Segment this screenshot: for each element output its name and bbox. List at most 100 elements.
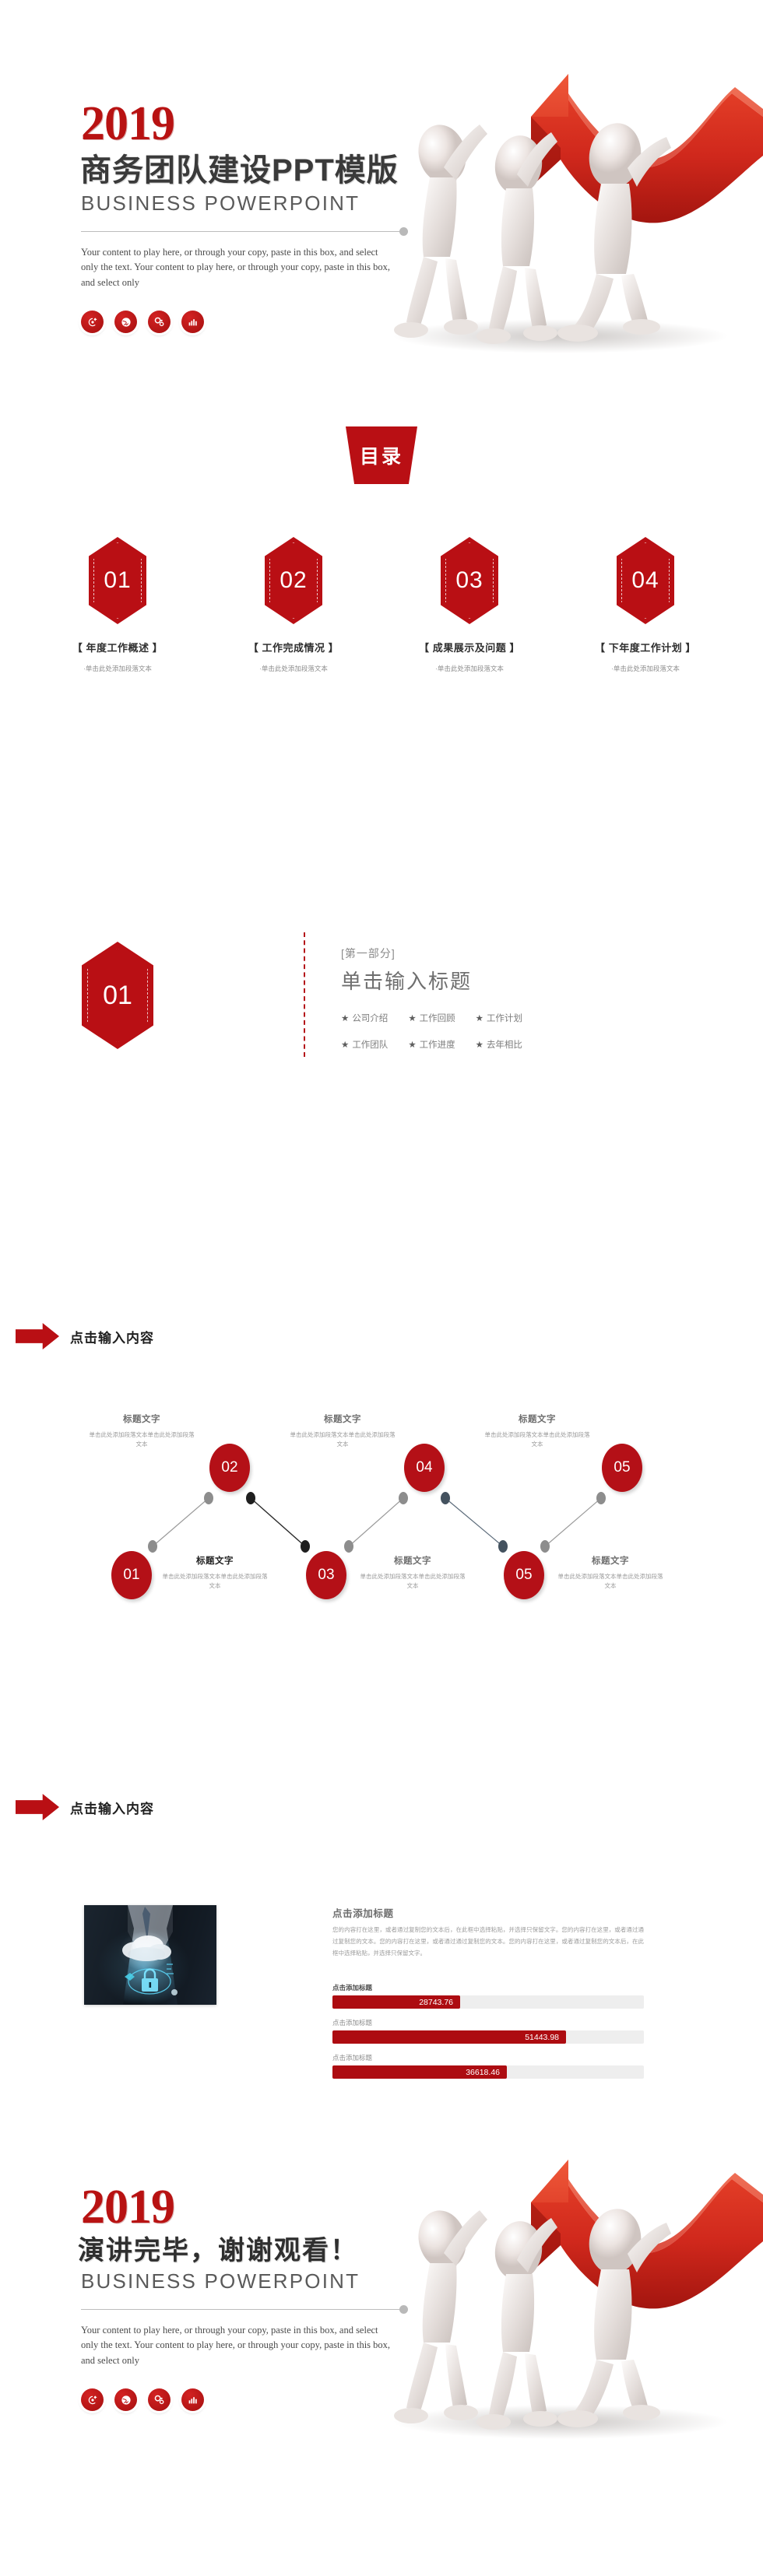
bullet-label: 工作进度 bbox=[419, 1041, 455, 1050]
globe-icon[interactable] bbox=[114, 311, 137, 334]
toc-hex-badge: 04 bbox=[617, 537, 674, 624]
flow-node-04[interactable]: 04 bbox=[404, 1444, 445, 1492]
globe-icon[interactable] bbox=[114, 2388, 137, 2412]
toc-items-row: 01 【 年度工作概述 】 ·单击此处添加段落文本 02 【 工作完成情况 】 … bbox=[0, 537, 763, 673]
divider-bullet[interactable]: ★工作计划 bbox=[476, 1012, 522, 1024]
hand-target-icon[interactable] bbox=[81, 311, 104, 334]
flow-slide: 点击输入内容 标题文字 单击此处添加段落文本单击此处添加段落文本 标题文字 bbox=[0, 1214, 763, 1650]
flow-top-text-3: 标题文字 单击此处添加段落文本单击此处添加段落文本 bbox=[483, 1413, 592, 1448]
gears-icon[interactable] bbox=[148, 311, 171, 334]
toc-hex-badge: 03 bbox=[441, 537, 498, 624]
divider-bullet[interactable]: ★去年相比 bbox=[476, 1038, 522, 1051]
thankyou-title: 演讲完毕，谢谢观看！ bbox=[78, 2236, 358, 2265]
divider-bullet[interactable]: ★工作进度 bbox=[408, 1038, 455, 1051]
thankyou-slide: 2019 演讲完毕，谢谢观看！ BUSINESS POWERPOINT Your… bbox=[0, 2086, 763, 2498]
divider-number: 01 bbox=[103, 980, 132, 1010]
flow-node-title: 标题文字 bbox=[592, 1556, 629, 1566]
toc-sublabel: ·单击此处添加段落文本 bbox=[259, 665, 328, 672]
cover-blurb: Your content to play here, or through yo… bbox=[81, 247, 391, 288]
toc-item-04[interactable]: 04 【 下年度工作计划 】 ·单击此处添加段落文本 bbox=[583, 537, 708, 673]
flow-node-body: 单击此处添加段落文本单击此处添加段落文本 bbox=[290, 1431, 396, 1448]
hand-target-icon[interactable] bbox=[81, 2388, 104, 2412]
toc-number: 03 bbox=[455, 567, 483, 593]
bar-fill: 36618.46 bbox=[332, 2065, 507, 2079]
flow-top-text-1: 标题文字 单击此处添加段落文本单击此处添加段落文本 bbox=[87, 1413, 196, 1448]
flow-node-03[interactable]: 03 bbox=[306, 1551, 346, 1599]
toc-label: 【 成果展示及问题 】 bbox=[419, 642, 520, 654]
flow-node-05-bottom[interactable]: 05 bbox=[504, 1551, 544, 1599]
bar-fill: 51443.98 bbox=[332, 2030, 566, 2044]
toc-item-03[interactable]: 03 【 成果展示及问题 】 ·单击此处添加段落文本 bbox=[407, 537, 532, 673]
cover-text-block: 2019 商务团队建设PPT模版 BUSINESS POWERPOINT You… bbox=[78, 97, 420, 334]
cover-subtitle: BUSINESS POWERPOINT bbox=[81, 191, 360, 215]
thankyou-artwork bbox=[327, 2086, 763, 2475]
divider-bullet[interactable]: ★工作团队 bbox=[341, 1038, 388, 1051]
cloud-security-graphic bbox=[84, 1905, 216, 2005]
divider-bullet-list: ★公司介绍 ★工作回顾 ★工作计划 ★工作团队 ★工作进度 ★去年相比 bbox=[341, 1012, 522, 1051]
toc-item-02[interactable]: 02 【 工作完成情况 】 ·单击此处添加段落文本 bbox=[231, 537, 356, 673]
thankyou-text-block: 2019 演讲完毕，谢谢观看！ BUSINESS POWERPOINT Your… bbox=[78, 2181, 420, 2412]
divider-bullet[interactable]: ★工作回顾 bbox=[408, 1012, 455, 1024]
bar-chart-icon[interactable] bbox=[181, 311, 204, 334]
figure-right bbox=[557, 123, 671, 342]
figure-left bbox=[394, 125, 487, 338]
divider-bullet[interactable]: ★公司介绍 bbox=[341, 1012, 388, 1024]
bar-track: 51443.98 bbox=[332, 2030, 644, 2044]
flow-node-number: 05 bbox=[515, 1567, 533, 1583]
flow-node-title: 标题文字 bbox=[123, 1415, 160, 1424]
toc-number: 04 bbox=[631, 567, 659, 593]
flow-section-header: 点击输入内容 bbox=[16, 1323, 154, 1349]
flow-bottom-text-1: 标题文字 单击此处添加段落文本单击此处添加段落文本 bbox=[160, 1554, 269, 1590]
cover-main-title: 商务团队建设PPT模版 bbox=[80, 153, 399, 188]
flow-diagram: 标题文字 单击此处添加段落文本单击此处添加段落文本 标题文字 单击此处添加段落文… bbox=[0, 1413, 763, 1615]
flow-bottom-text-2: 标题文字 单击此处添加段落文本单击此处添加段落文本 bbox=[358, 1554, 467, 1590]
bar-label: 点击添加标题 bbox=[332, 1984, 373, 1992]
bar-label: 点击添加标题 bbox=[332, 2054, 373, 2062]
flow-node-body: 单击此处添加段落文本单击此处添加段落文本 bbox=[162, 1573, 268, 1589]
arrow-and-figures-illustration bbox=[393, 74, 763, 353]
cover-slide: 2019 商务团队建设PPT模版 BUSINESS POWERPOINT You… bbox=[0, 0, 763, 389]
flow-node-title: 标题文字 bbox=[196, 1556, 234, 1566]
bar-item-1: 点击添加标题 28743.76 bbox=[332, 1983, 644, 2009]
divider-heading: 单击输入标题 bbox=[341, 970, 473, 993]
cover-year: 2019 bbox=[81, 97, 175, 150]
arrow-and-figures-illustration bbox=[393, 2160, 763, 2439]
flow-node-number: 04 bbox=[416, 1459, 433, 1476]
flow-node-number: 02 bbox=[221, 1459, 238, 1476]
rule-end-dot bbox=[399, 227, 408, 236]
figure-right bbox=[557, 2209, 671, 2427]
bar-fill: 28743.76 bbox=[332, 1995, 460, 2009]
flow-node-number: 03 bbox=[318, 1567, 335, 1583]
divider-bullet-row-2: ★工作团队 ★工作进度 ★去年相比 bbox=[341, 1038, 522, 1051]
figure-middle bbox=[476, 132, 557, 344]
flow-node-number: 01 bbox=[123, 1567, 140, 1583]
bar-track: 36618.46 bbox=[332, 2065, 644, 2079]
rule-end-dot bbox=[399, 2305, 408, 2315]
flow-node-05-top[interactable]: 05 bbox=[602, 1444, 642, 1492]
flow-node-body: 单击此处添加段落文本单击此处添加段落文本 bbox=[89, 1431, 195, 1448]
bar-track: 28743.76 bbox=[332, 1995, 644, 2009]
toc-label: 【 下年度工作计划 】 bbox=[595, 642, 696, 654]
flow-node-body: 单击此处添加段落文本单击此处添加段落文本 bbox=[360, 1573, 466, 1589]
divider-hex-badge: 01 bbox=[82, 942, 153, 1049]
rule-line bbox=[81, 2309, 402, 2311]
bullet-label: 公司介绍 bbox=[352, 1014, 389, 1023]
bar-chart-icon[interactable] bbox=[181, 2388, 204, 2412]
gears-icon[interactable] bbox=[148, 2388, 171, 2412]
cover-icon-row bbox=[81, 311, 420, 334]
toc-hex-badge: 01 bbox=[89, 537, 146, 624]
flow-node-body: 单击此处添加段落文本单击此处添加段落文本 bbox=[484, 1431, 590, 1448]
thankyou-blurb: Your content to play here, or through yo… bbox=[81, 2325, 391, 2366]
flow-node-title: 标题文字 bbox=[324, 1415, 361, 1424]
flow-section-title: 点击输入内容 bbox=[70, 1330, 154, 1346]
flow-node-title: 标题文字 bbox=[519, 1415, 556, 1424]
star-icon: ★ bbox=[341, 1014, 350, 1023]
bullet-label: 工作回顾 bbox=[419, 1014, 455, 1023]
bullet-label: 工作计划 bbox=[486, 1014, 522, 1023]
toc-item-01[interactable]: 01 【 年度工作概述 】 ·单击此处添加段落文本 bbox=[55, 537, 180, 673]
content-section-header: 点击输入内容 bbox=[16, 1794, 154, 1820]
thankyou-year: 2019 bbox=[81, 2181, 175, 2234]
flow-node-01[interactable]: 01 bbox=[111, 1551, 152, 1599]
flow-node-body: 单击此处添加段落文本单击此处添加段落文本 bbox=[557, 1573, 663, 1589]
flow-node-02[interactable]: 02 bbox=[209, 1444, 250, 1492]
